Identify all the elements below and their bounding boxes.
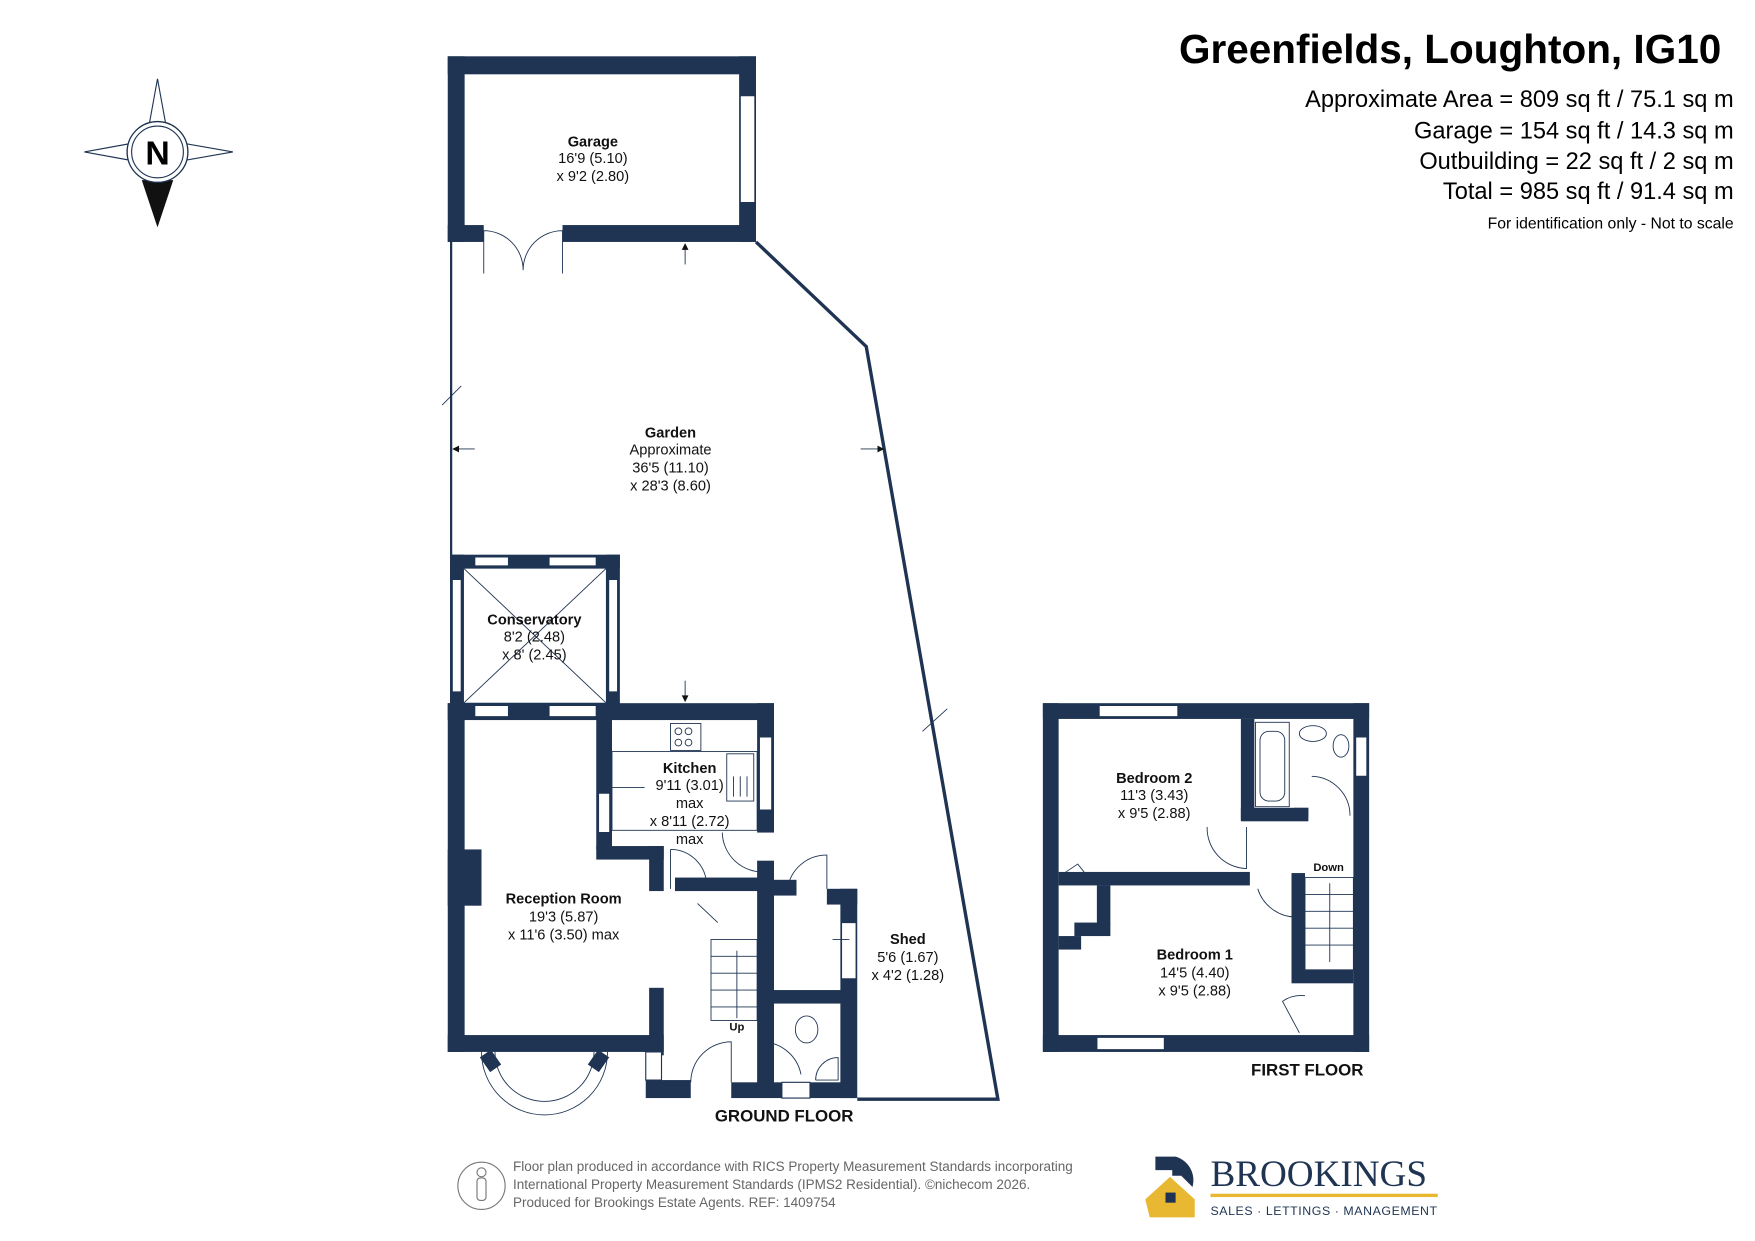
brand-name: BROOKINGS — [1211, 1154, 1428, 1195]
footer: Floor plan produced in accordance with R… — [457, 1159, 1073, 1210]
garden-dim1: 36'5 (11.10) — [632, 461, 708, 477]
kitchen-dim1: 9'11 (3.01) — [655, 778, 723, 794]
bedroom1-label: Bedroom 1 — [1157, 948, 1233, 964]
bedroom1-dim1: 14'5 (4.40) — [1160, 966, 1229, 982]
brookings-logo: BROOKINGS SALES · LETTINGS · MANAGEMENT — [1145, 1154, 1438, 1218]
garage — [447, 56, 756, 274]
conservatory-dim2: x 8' (2.45) — [502, 647, 567, 663]
shed-dim1: 5'6 (1.67) — [877, 950, 938, 966]
brand-tagline: SALES · LETTINGS · MANAGEMENT — [1211, 1204, 1438, 1218]
reception-label: Reception Room — [506, 891, 622, 907]
garden-boundary — [441, 240, 1000, 1101]
conservatory-label: Conservatory — [487, 612, 582, 628]
reception-dim1: 19'3 (5.87) — [529, 909, 598, 925]
kitchen-label: Kitchen — [663, 761, 717, 777]
kitchen-dim1-max: max — [676, 796, 704, 812]
area-outbuilding: Outbuilding = 22 sq ft / 2 sq m — [1419, 149, 1733, 175]
property-title: Greenfields, Loughton, IG10 — [1179, 26, 1721, 72]
stairs-down-label: Down — [1313, 862, 1344, 874]
first-floor-label: FIRST FLOOR — [1251, 1061, 1363, 1080]
kitchen-dim2: x 8'11 (2.72) — [650, 814, 730, 830]
compass-icon: N — [84, 78, 233, 228]
area-approximate: Approximate Area = 809 sq ft / 75.1 sq m — [1305, 87, 1734, 113]
shed-label: Shed — [890, 932, 926, 948]
footer-line-2: International Property Measurement Stand… — [513, 1177, 1030, 1192]
ground-floor-walls — [447, 703, 858, 1116]
garden-dim2: x 28'3 (8.60) — [630, 479, 711, 495]
area-garage: Garage = 154 sq ft / 14.3 sq m — [1414, 118, 1734, 144]
garage-dim2: x 9'2 (2.80) — [557, 169, 630, 185]
shed-dim2: x 4'2 (1.28) — [872, 968, 945, 984]
header: Greenfields, Loughton, IG10 Approximate … — [1179, 26, 1734, 232]
kitchen-dim2-max: max — [676, 832, 704, 848]
ground-floor-label: GROUND FLOOR — [715, 1107, 854, 1126]
reception-dim2: x 11'6 (3.50) max — [508, 927, 620, 943]
bedroom2-dim2: x 9'5 (2.88) — [1118, 806, 1191, 822]
conservatory — [450, 554, 620, 713]
conservatory-dim1: 8'2 (2.48) — [504, 629, 565, 645]
bedroom1-dim2: x 9'5 (2.88) — [1158, 984, 1231, 1000]
bedroom2-label: Bedroom 2 — [1116, 771, 1192, 787]
garage-label: Garage — [568, 134, 618, 150]
kitchen-fittings — [611, 722, 758, 831]
first-floor-walls — [1042, 703, 1370, 1052]
disclaimer: For identification only - Not to scale — [1488, 215, 1734, 232]
ipms-person-icon — [457, 1161, 506, 1210]
compass-north-label: N — [145, 134, 169, 172]
footer-line-1: Floor plan produced in accordance with R… — [513, 1159, 1073, 1174]
stairs-up-label: Up — [729, 1022, 744, 1034]
footer-line-3: Produced for Brookings Estate Agents. RE… — [513, 1195, 836, 1210]
garden-label: Garden — [645, 426, 696, 442]
area-total: Total = 985 sq ft / 91.4 sq m — [1443, 179, 1734, 205]
garage-dim1: 16'9 (5.10) — [558, 151, 627, 167]
garden-dim0: Approximate — [629, 443, 711, 459]
bedroom2-dim1: 11'3 (3.43) — [1120, 788, 1188, 804]
